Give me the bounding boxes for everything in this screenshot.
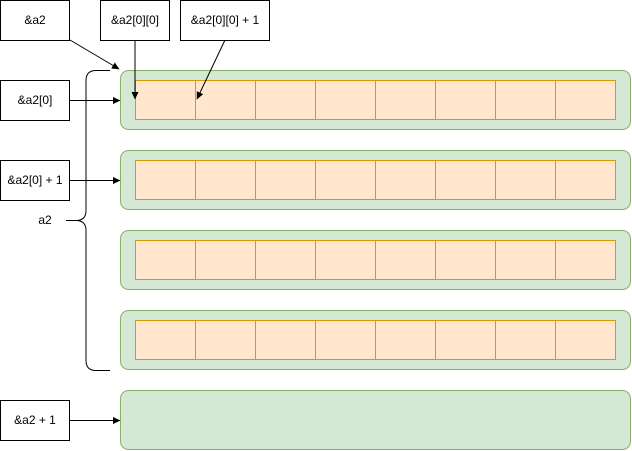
label-a2-address: &a2: [0, 0, 70, 41]
array-cell-2-3: [315, 240, 376, 280]
array-cell-0-2: [255, 80, 316, 120]
array-cell-2-0: [135, 240, 196, 280]
array-cell-2-5: [435, 240, 496, 280]
next-array-block: [120, 390, 631, 450]
label-a2-0-plus-one-text: &a2[0] + 1: [7, 173, 62, 187]
array-cell-0-5: [435, 80, 496, 120]
array-cell-1-4: [375, 160, 436, 200]
array-cell-1-2: [255, 160, 316, 200]
array-cell-0-6: [495, 80, 556, 120]
array-cell-3-3: [315, 320, 376, 360]
label-a2-0-plus-one: &a2[0] + 1: [0, 160, 70, 201]
arrow-a2-address: [69, 39, 120, 70]
array-cell-3-1: [195, 320, 256, 360]
array-row-3: [120, 310, 631, 370]
array-cell-3-4: [375, 320, 436, 360]
array-cell-3-7: [555, 320, 616, 360]
array-cell-1-7: [555, 160, 616, 200]
label-a2-name: a2: [38, 213, 52, 227]
array-cell-1-1: [195, 160, 256, 200]
array-row-1: [120, 150, 631, 210]
arrow-a2-00-plus-one: [196, 39, 226, 100]
array-cell-2-4: [375, 240, 436, 280]
array-cell-1-0: [135, 160, 196, 200]
label-a2-00-address: &a2[0][0]: [100, 0, 170, 41]
label-a2-00-address-text: &a2[0][0]: [111, 13, 159, 27]
label-a2-00-plus-one-text: &a2[0][0] + 1: [191, 13, 260, 27]
label-a2-0-address: &a2[0]: [0, 80, 70, 121]
array-cell-0-1: [195, 80, 256, 120]
array-row-0: [120, 70, 631, 130]
array-cell-3-0: [135, 320, 196, 360]
array-cell-2-2: [255, 240, 316, 280]
array-rows: [120, 70, 631, 370]
array-cell-3-2: [255, 320, 316, 360]
array-cell-2-6: [495, 240, 556, 280]
array-cell-0-0: [135, 80, 196, 120]
array-cell-1-5: [435, 160, 496, 200]
array-cell-1-6: [495, 160, 556, 200]
array-cell-3-6: [495, 320, 556, 360]
array-row-2: [120, 230, 631, 290]
array-cell-3-5: [435, 320, 496, 360]
label-a2-0-address-text: &a2[0]: [18, 93, 53, 107]
label-a2-plus-one-text: &a2 + 1: [14, 413, 56, 427]
label-a2-00-plus-one: &a2[0][0] + 1: [180, 0, 270, 41]
array-cell-1-3: [315, 160, 376, 200]
array-cell-2-7: [555, 240, 616, 280]
array-cell-0-3: [315, 80, 376, 120]
label-a2-plus-one: &a2 + 1: [0, 400, 70, 441]
a2-brace: [66, 70, 110, 371]
label-a2-address-text: &a2: [24, 13, 46, 27]
array-cell-0-7: [555, 80, 616, 120]
array-cell-2-1: [195, 240, 256, 280]
array-cell-0-4: [375, 80, 436, 120]
